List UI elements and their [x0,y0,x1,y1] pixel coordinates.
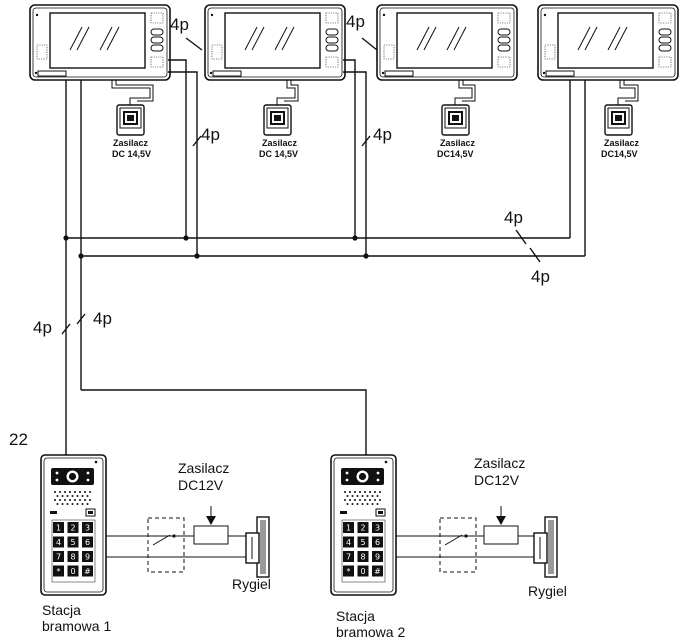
cable-label-bus-upper: 4p [504,208,523,227]
keypad-key [82,536,93,548]
monitor-2-psu-icon [263,100,292,136]
keypad-key [372,565,383,577]
keypad-key [343,565,354,577]
keypad-key-label: 4 [56,538,61,547]
keypad-key-label: 8 [360,553,365,562]
corner-number: 22 [9,430,28,449]
keypad-key-label: # [84,567,91,576]
keypad-key [82,565,93,577]
monitor-3-psu-line2: DC14,5V [437,149,474,159]
keypad-key [67,522,79,533]
keypad-key [372,522,383,533]
keypad-key-label: 1 [346,524,351,533]
monitor-1 [29,4,171,81]
keypad-key-label: 4 [346,538,351,547]
station-1-lock-circuit [106,506,260,573]
station-1-lock-label: Rygiel [232,576,271,592]
station-1-psu-line2: DC12V [178,477,224,493]
keypad-key-label: 7 [346,553,351,562]
keypad-key [357,536,369,548]
keypad-key-label: 5 [70,538,75,547]
keypad-key-label: * [347,567,351,576]
keypad-key-label: * [57,567,61,576]
cable-label-m1-m2: 4p [170,15,189,34]
keypad-key [67,536,79,548]
station-2-name-line1: Stacja [336,608,375,624]
keypad-key [53,551,64,562]
monitor-1-psu-icon [116,100,145,136]
cable-label-station1-right: 4p [93,309,112,328]
keypad-key-label: 5 [360,538,365,547]
station-2-lock-label: Rygiel [528,583,567,599]
monitor-2-psu-line2: DC 14,5V [259,149,298,159]
monitor-4-psu-icon [604,100,633,136]
keypad-key-label: 2 [70,524,75,533]
station-2-psu-line2: DC12V [474,472,520,488]
monitor-3 [376,4,518,81]
bus-junctions [63,235,369,259]
keypad-key [53,565,64,577]
station-1-psu-line1: Zasilacz [178,460,229,476]
monitor-3-psu-line1: Zasilacz [440,138,476,148]
station-1-name-line1: Stacja [42,602,81,618]
keypad-key-label: 0 [70,567,75,576]
keypad-key-label: 1 [56,524,61,533]
keypad-key [357,522,369,533]
station-2-lock-icon [533,516,558,578]
keypad-key-label: 6 [375,538,380,547]
monitor-3-psu-icon [441,100,470,136]
monitor-1-psu-line2: DC 14,5V [112,149,151,159]
keypad-key-label: 3 [375,524,380,533]
monitor-4-psu-line2: DC14,5V [601,149,638,159]
monitor-2 [204,4,346,81]
cable-ticks [61,37,541,335]
keypad-key-label: 7 [56,553,61,562]
cable-label-m3-down: 4p [373,125,392,144]
keypad-key [372,536,383,548]
keypad-key-label: 2 [360,524,365,533]
keypad-key [372,551,383,562]
keypad-key [53,522,64,533]
keypad-key [82,551,93,562]
keypad-key-label: 0 [360,567,365,576]
keypad-key [343,536,354,548]
keypad-key [343,551,354,562]
monitor-4-psu-line1: Zasilacz [604,138,640,148]
station-1-name-line2: bramowa 1 [42,618,111,634]
monitor-4 [537,4,679,81]
station-2-psu-line1: Zasilacz [474,455,525,471]
keypad-key-label: 6 [85,538,90,547]
station-2-lock-circuit [396,506,548,573]
cable-label-bus-lower: 4p [531,267,550,286]
keypad-key [53,536,64,548]
station-2-name-line2: bramowa 2 [336,624,405,640]
psu-cables [111,80,639,102]
keypad-key [343,522,354,533]
keypad-key-label: 8 [70,553,75,562]
keypad-key-label: 9 [85,553,90,562]
station-1-lock-icon [245,516,270,578]
keypad-key [357,565,369,577]
keypad-key [67,565,79,577]
bus-wiring [65,59,586,455]
cable-label-m2-down: 4p [201,125,220,144]
keypad-key [82,522,93,533]
keypad-key-label: # [374,567,381,576]
cable-label-station1-left: 4p [33,318,52,337]
monitor-2-psu-line1: Zasilacz [262,138,298,148]
monitor-1-psu-line1: Zasilacz [113,138,149,148]
keypad-key [67,551,79,562]
cable-label-m2-m3: 4p [346,12,365,31]
keypad-key [357,551,369,562]
keypad-key-label: 3 [85,524,90,533]
keypad-key-label: 9 [375,553,380,562]
